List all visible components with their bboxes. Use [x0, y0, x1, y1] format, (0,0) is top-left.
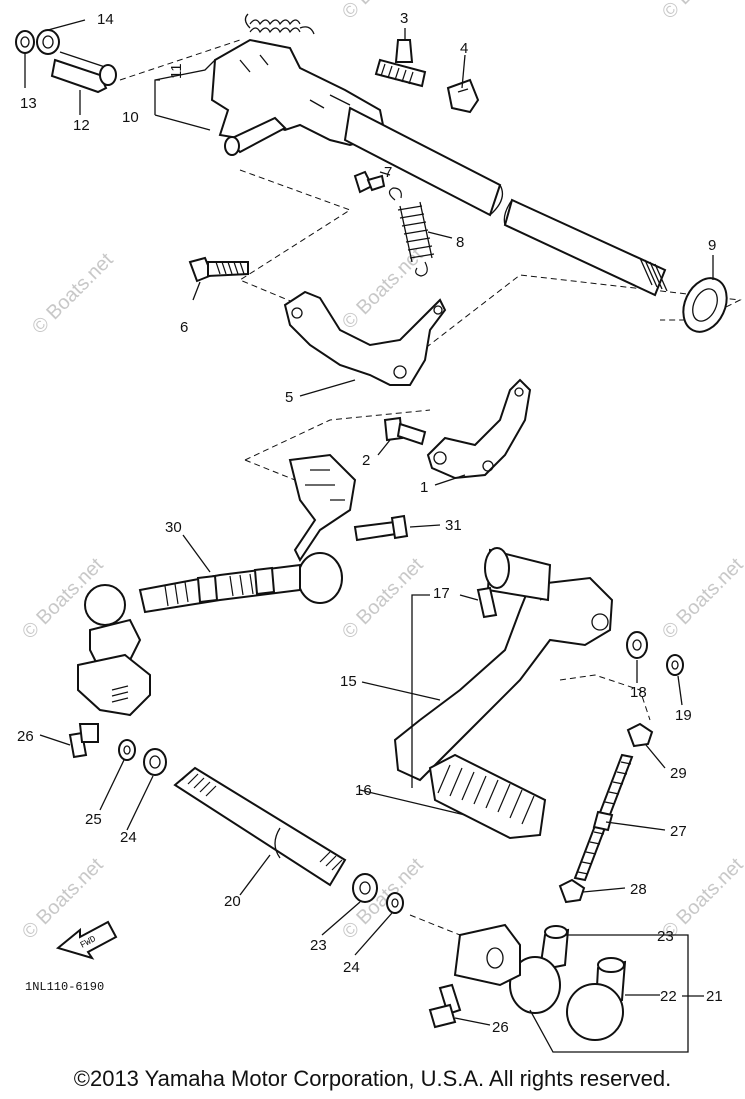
part-nut-28 — [558, 878, 586, 904]
part-label: 6 — [180, 319, 188, 336]
part-circlip-13 — [15, 30, 35, 54]
part-circlip-25-upper — [118, 739, 136, 761]
part-label: 26 — [492, 1019, 509, 1036]
watermark: © Boats.net — [658, 554, 745, 644]
part-pin-12 — [50, 51, 117, 94]
part-label: 12 — [73, 117, 90, 134]
part-label: 3 — [400, 10, 408, 27]
part-label: 18 — [630, 684, 647, 701]
part-washer-24-upper — [143, 748, 167, 776]
part-label: 19 — [675, 707, 692, 724]
part-label: 10 — [122, 109, 139, 126]
part-labels: 13 14 12 10 11 3 4 7 8 9 6 5 2 1 31 30 1… — [17, 10, 723, 1036]
part-washer-18 — [626, 631, 648, 659]
part-label: 23 — [657, 928, 674, 945]
part-plate-5 — [283, 290, 447, 386]
part-label: 28 — [630, 881, 647, 898]
part-bracket-21 — [529, 934, 689, 1053]
part-rod-27 — [573, 753, 634, 882]
part-label: 9 — [708, 237, 716, 254]
part-label: 31 — [445, 517, 462, 534]
part-footpeg-17 — [476, 547, 552, 619]
part-washer-24-lower — [352, 873, 378, 903]
part-label: 2 — [362, 452, 370, 469]
part-label: 7 — [384, 164, 392, 181]
part-spring-8 — [388, 187, 435, 277]
part-label: 5 — [285, 389, 293, 406]
part-label: 17 — [433, 585, 450, 602]
part-spring-11 — [244, 13, 315, 35]
part-bolt-3 — [374, 39, 427, 88]
part-label: 1 — [420, 479, 428, 496]
fwd-arrow-icon: FWD — [55, 920, 118, 960]
part-label: 8 — [456, 234, 464, 251]
part-rubber-16 — [428, 753, 547, 840]
copyright-footer: ©2013 Yamaha Motor Corporation, U.S.A. A… — [73, 1066, 672, 1091]
part-shift-shaft — [343, 106, 668, 297]
part-lever-block — [453, 923, 521, 987]
watermark: © Boats.net — [338, 554, 428, 644]
part-joint-23 — [509, 925, 570, 1014]
watermark: © Boats.net — [28, 249, 118, 339]
part-label: 21 — [706, 988, 723, 1005]
part-circlip-19 — [666, 654, 684, 676]
part-shift-rod-30 — [77, 453, 357, 717]
part-oil-seal-9 — [682, 277, 728, 333]
watermark: © Boats.net — [658, 0, 745, 24]
part-washer-14 — [36, 29, 60, 55]
part-label: 16 — [355, 782, 372, 799]
part-label: 4 — [460, 40, 468, 57]
part-shift-pedal-15 — [393, 576, 614, 782]
part-joint-22 — [566, 957, 627, 1041]
part-label: 13 — [20, 95, 37, 112]
part-bolt-7 — [353, 170, 386, 194]
part-clip-4 — [446, 78, 480, 114]
part-circlip-25-lower — [386, 892, 404, 914]
watermark: © Boats.net — [338, 854, 428, 944]
part-label: 24 — [343, 959, 360, 976]
part-label: 24 — [120, 829, 137, 846]
part-label: 20 — [224, 893, 241, 910]
part-nut-29 — [626, 722, 654, 748]
part-bolt-26-lower — [428, 983, 462, 1029]
part-label: 22 — [660, 988, 677, 1005]
part-plate-1 — [426, 378, 532, 480]
part-shift-arm-10 — [210, 38, 387, 156]
diagram-code: 1NL110-6190 — [25, 980, 104, 994]
part-label: 26 — [17, 728, 34, 745]
part-label: 27 — [670, 823, 687, 840]
part-label: 29 — [670, 765, 687, 782]
watermark: © Boats.net — [338, 0, 428, 24]
parts-diagram: © Boats.net © Boats.net © Boats.net © Bo… — [15, 0, 745, 1053]
part-bolt-26-upper — [68, 723, 99, 759]
part-label: 14 — [97, 11, 114, 28]
part-label: 15 — [340, 673, 357, 690]
part-label: 30 — [165, 519, 182, 536]
part-shaft-20 — [173, 766, 347, 887]
leader-lines — [24, 19, 714, 1026]
part-label: 11 — [168, 63, 185, 79]
part-bolt-6 — [188, 256, 249, 283]
part-bolt-2 — [383, 416, 427, 446]
part-bolt-31 — [353, 514, 409, 542]
part-label: 25 — [85, 811, 102, 828]
part-label: 23 — [310, 937, 327, 954]
